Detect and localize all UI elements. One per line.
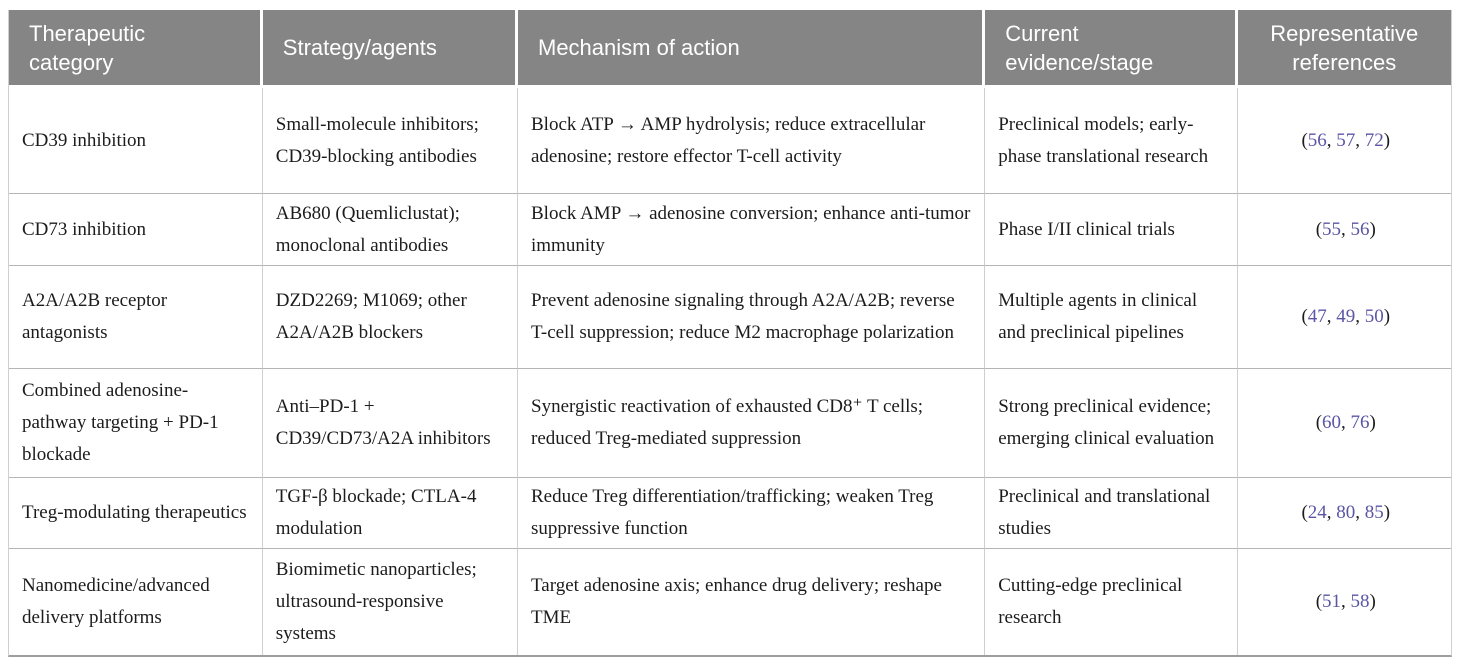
cell-evidence-stage: Multiple agents in clinical and preclini… — [985, 265, 1238, 368]
ref-paren-open: ( — [1301, 306, 1308, 327]
cell-evidence-stage: Cutting-edge preclinical research — [985, 548, 1238, 655]
cell-strategy-agents: TGF-β blockade; CTLA-4 modulation — [262, 477, 518, 548]
reference-link[interactable]: 58 — [1350, 591, 1370, 612]
header-strategy-agents: Strategy/agents — [262, 10, 518, 88]
cell-mechanism: Synergistic reactivation of exhausted CD… — [518, 368, 986, 477]
ref-paren-close: ) — [1369, 591, 1376, 612]
header-label: Therapeutic category — [29, 20, 146, 75]
ref-separator: , — [1355, 129, 1365, 151]
header-label: Current evidence/stage — [1005, 20, 1154, 75]
ref-paren-open: ( — [1315, 412, 1323, 433]
table-row: CD39 inhibition Small-molecule inhibitor… — [9, 88, 1451, 193]
reference-link[interactable]: 76 — [1350, 412, 1370, 433]
ref-paren-close: ) — [1383, 502, 1391, 523]
ref-paren-close: ) — [1369, 412, 1376, 433]
ref-paren-open: ( — [1315, 591, 1323, 612]
cell-therapeutic-category: Combined adenosine-pathway targeting + P… — [9, 368, 263, 477]
table-row: Nanomedicine/advanced delivery platforms… — [9, 548, 1451, 655]
ref-separator: , — [1326, 129, 1337, 151]
ref-paren-open: ( — [1301, 502, 1308, 523]
cell-mechanism: Prevent adenosine signaling through A2A/… — [518, 265, 986, 368]
reference-link[interactable]: 72 — [1364, 129, 1384, 151]
header-label: Strategy/agents — [282, 35, 437, 60]
cell-strategy-agents: Anti–PD-1 + CD39/CD73/A2A inhibitors — [262, 368, 518, 477]
cell-references: (51, 58) — [1237, 548, 1451, 655]
cell-mechanism: Target adenosine axis; enhance drug deli… — [518, 548, 986, 655]
cell-references: (55, 56) — [1237, 193, 1451, 265]
header-label: Mechanism of action — [538, 35, 740, 60]
table-body: CD39 inhibition Small-molecule inhibitor… — [9, 88, 1451, 655]
reference-link[interactable]: 80 — [1336, 502, 1356, 523]
ref-separator: , — [1341, 218, 1351, 240]
cell-evidence-stage: Phase I/II clinical trials — [985, 193, 1238, 265]
ref-separator: , — [1326, 306, 1337, 327]
cell-references: (47, 49, 50) — [1237, 265, 1451, 368]
table-row: A2A/A2B receptor antagonists DZD2269; M1… — [9, 265, 1451, 368]
table-row: Treg-modulating therapeutics TGF-β block… — [9, 477, 1451, 548]
ref-paren-close: ) — [1383, 129, 1391, 151]
cell-therapeutic-category: Nanomedicine/advanced delivery platforms — [9, 548, 263, 655]
ref-paren-open: ( — [1301, 129, 1308, 151]
cell-references: (60, 76) — [1237, 368, 1451, 477]
reference-link[interactable]: 24 — [1307, 502, 1327, 523]
ref-paren-close: ) — [1383, 306, 1391, 327]
header-therapeutic-category: Therapeutic category — [9, 10, 263, 88]
cell-references: (24, 80, 85) — [1237, 477, 1451, 548]
cell-therapeutic-category: A2A/A2B receptor antagonists — [9, 265, 263, 368]
ref-paren-close: ) — [1369, 218, 1376, 240]
ref-separator: , — [1355, 502, 1365, 523]
cell-strategy-agents: AB680 (Quemliclustat); monoclonal antibo… — [262, 193, 518, 265]
cell-strategy-agents: Small-molecule inhibitors; CD39-blocking… — [263, 88, 518, 193]
cell-evidence-stage: Preclinical and translational studies — [985, 477, 1238, 548]
table-header: Therapeutic category Strategy/agents Mec… — [9, 10, 1451, 88]
reference-link[interactable]: 50 — [1364, 306, 1384, 327]
therapeutics-table: Therapeutic category Strategy/agents Mec… — [8, 10, 1452, 657]
reference-link[interactable]: 51 — [1322, 591, 1342, 612]
reference-link[interactable]: 47 — [1307, 306, 1327, 327]
cell-therapeutic-category: Treg-modulating therapeutics — [9, 477, 263, 548]
cell-therapeutic-category: CD73 inhibition — [9, 193, 263, 265]
header-row: Therapeutic category Strategy/agents Mec… — [9, 10, 1451, 88]
cell-mechanism: Block ATP → AMP hydrolysis; reduce extra… — [518, 88, 986, 193]
ref-separator: , — [1341, 412, 1351, 433]
cell-mechanism: Block AMP → adenosine conversion; enhanc… — [518, 193, 986, 265]
ref-separator: , — [1326, 502, 1337, 523]
table-row: Combined adenosine-pathway targeting + P… — [9, 368, 1451, 477]
cell-evidence-stage: Preclinical models; early-phase translat… — [985, 88, 1238, 193]
cell-strategy-agents: Biomimetic nanoparticles; ultrasound-res… — [262, 548, 518, 655]
ref-paren-open: ( — [1315, 218, 1323, 240]
table-row: CD73 inhibition AB680 (Quemliclustat); m… — [9, 193, 1451, 265]
reference-link[interactable]: 56 — [1350, 218, 1370, 240]
reference-link[interactable]: 57 — [1336, 129, 1356, 151]
ref-separator: , — [1341, 591, 1351, 612]
header-mechanism-of-action: Mechanism of action — [518, 10, 986, 88]
ref-separator: , — [1355, 306, 1365, 327]
header-current-evidence-stage: Current evidence/stage — [985, 10, 1238, 88]
header-label: Representative references — [1270, 20, 1419, 75]
cell-references: (56, 57, 72) — [1238, 88, 1451, 193]
reference-link[interactable]: 55 — [1322, 218, 1342, 240]
cell-strategy-agents: DZD2269; M1069; other A2A/A2B blockers — [262, 265, 518, 368]
cell-therapeutic-category: CD39 inhibition — [9, 88, 263, 193]
reference-link[interactable]: 56 — [1307, 129, 1327, 151]
cell-mechanism: Reduce Treg differentiation/trafficking;… — [518, 477, 986, 548]
header-representative-references: Representative references — [1237, 10, 1451, 88]
cell-evidence-stage: Strong preclinical evidence; emerging cl… — [985, 368, 1238, 477]
reference-link[interactable]: 49 — [1336, 306, 1356, 327]
reference-link[interactable]: 60 — [1322, 412, 1342, 433]
reference-link[interactable]: 85 — [1364, 502, 1384, 523]
